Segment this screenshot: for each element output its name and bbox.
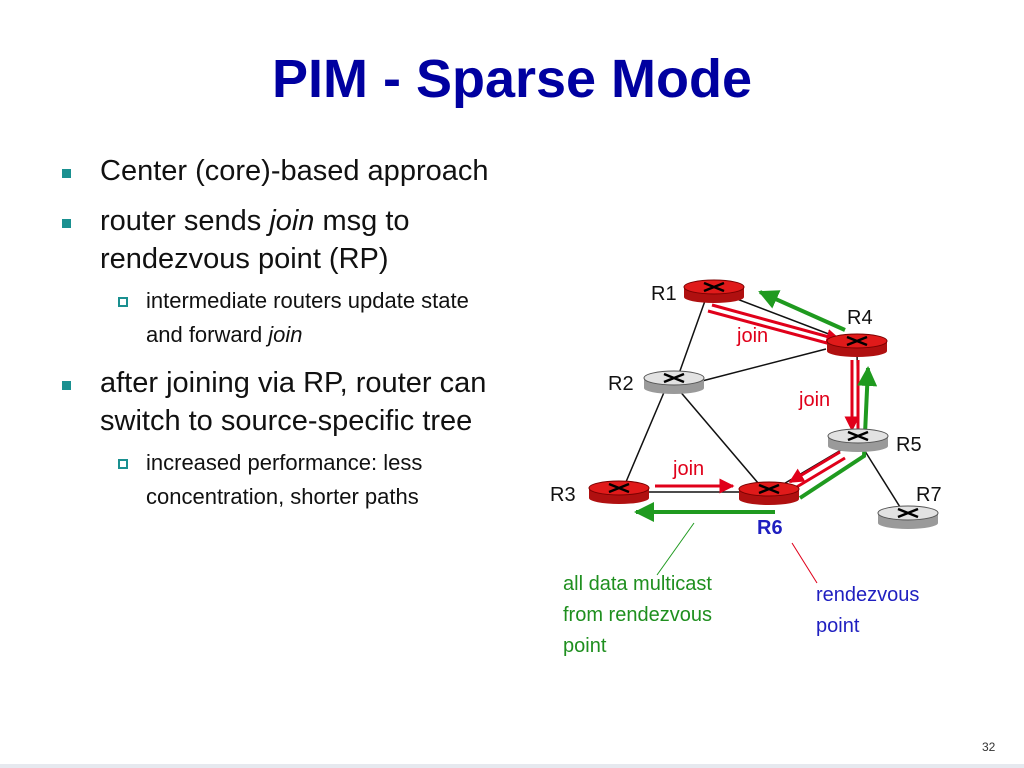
bullet-text-pre: router sends	[100, 205, 270, 237]
router-r6	[738, 481, 800, 505]
page-number: 32	[982, 740, 996, 754]
link-r1-r2	[675, 297, 707, 383]
multicast-paths	[634, 290, 878, 522]
rp-note-line: rendezvous	[816, 584, 919, 606]
link-r2-r4	[701, 348, 827, 382]
bullet-text: increased performance: less concentratio…	[146, 450, 423, 509]
hollow-square-bullet-icon	[118, 459, 128, 469]
sub-bullet-item: increased performance: less concentratio…	[110, 446, 502, 514]
link-r2-r6	[677, 388, 765, 491]
router-label-r5: R5	[896, 434, 922, 456]
router-label-r6: R6	[757, 517, 783, 539]
link-r2-r3	[622, 389, 666, 490]
router-x-icon	[847, 430, 869, 442]
square-bullet-icon	[62, 169, 71, 178]
join-label: join	[672, 458, 704, 480]
multicast-arrow-r6-r5	[798, 366, 878, 500]
router-label-r7: R7	[916, 484, 942, 506]
sub-bullet-item: intermediate routers update state and fo…	[110, 284, 502, 352]
footer-divider	[0, 764, 1024, 768]
multicast-note-line: all data multicast	[563, 573, 712, 595]
bullet-list: Center (core)-based approach router send…	[62, 152, 502, 526]
rp-note-line: point	[816, 615, 860, 637]
router-r2	[643, 370, 705, 394]
bullet-item: Center (core)-based approach	[62, 152, 502, 190]
callout-line-multicast	[656, 522, 695, 576]
bullet-text: Center (core)-based approach	[100, 155, 489, 187]
router-x-icon	[897, 507, 919, 519]
router-x-icon	[663, 372, 685, 384]
join-arrow-r1-r4	[711, 303, 842, 344]
bullet-item: after joining via RP, router can switch …	[62, 364, 502, 440]
router-r3	[588, 480, 650, 504]
join-label: join	[736, 325, 768, 347]
callout-line-rp	[791, 542, 818, 584]
router-label-r1: R1	[651, 283, 677, 305]
bullet-text: after joining via RP, router can switch …	[100, 367, 487, 437]
router-label-r2: R2	[608, 373, 634, 395]
join-arrow-r5-r6	[788, 450, 841, 484]
join-arrow-r5-r6-b	[794, 456, 846, 490]
bullet-item: router sends join msg to rendezvous poin…	[62, 202, 502, 278]
router-r5	[827, 428, 889, 452]
router-x-icon	[846, 335, 868, 347]
bullet-text-emphasis: join	[269, 205, 315, 237]
multicast-arrow-r4-r1	[758, 290, 846, 332]
join-label: join	[798, 389, 830, 411]
square-bullet-icon	[62, 381, 71, 390]
router-x-icon	[608, 482, 630, 494]
router-x-icon	[703, 281, 725, 293]
multicast-note-line: point	[563, 635, 607, 657]
slide-title: PIM - Sparse Mode	[271, 49, 753, 109]
square-bullet-icon	[62, 219, 71, 228]
router-r7	[877, 505, 939, 529]
router-r1	[683, 279, 745, 303]
join-arrow-r1-r4-b	[707, 309, 839, 348]
bullet-text-pre: intermediate routers update state and fo…	[146, 288, 469, 347]
hollow-square-bullet-icon	[118, 297, 128, 307]
router-label-r4: R4	[847, 307, 873, 329]
bullet-text-emphasis: join	[268, 322, 303, 347]
bullet-text-post: msg to rendezvous point (RP)	[100, 205, 410, 275]
router-x-icon	[758, 483, 780, 495]
multicast-note-line: from rendezvous	[563, 604, 712, 626]
router-r4	[826, 333, 888, 357]
router-label-r3: R3	[550, 484, 576, 506]
